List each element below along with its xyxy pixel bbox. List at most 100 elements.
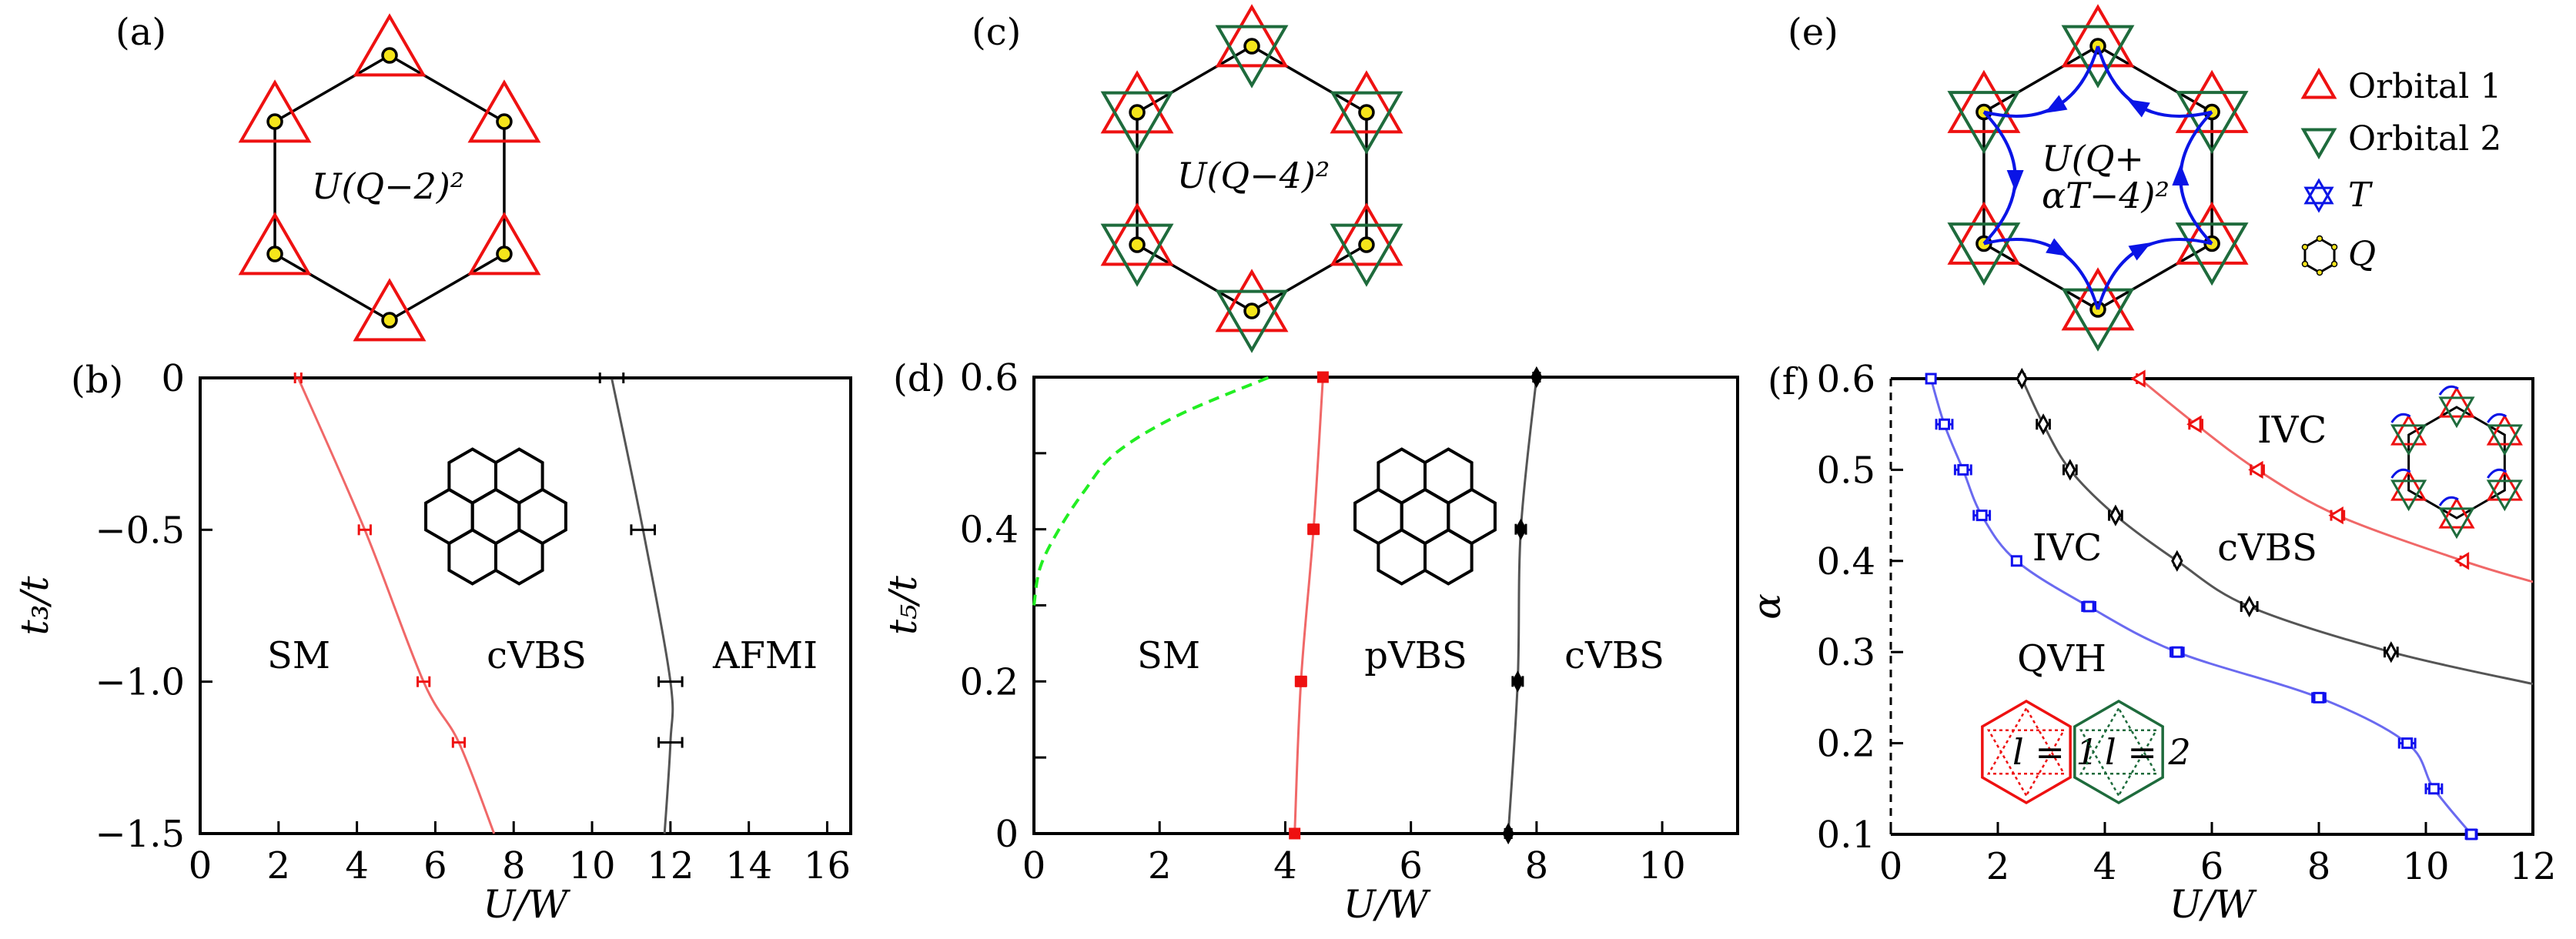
orbital1-triangle-icon [1947,69,2021,133]
panel-f-label: (f) [1768,360,1810,403]
orbital1-triangle-icon [467,79,541,143]
axes-frame [1891,377,2534,836]
x-tick-label: 8 [502,844,526,887]
phase-boundary-curve [1507,376,1538,834]
panel-e-diagram: (e) U(Q+ αT−4)² Orbital 1 Orbital 2 T Q [1788,4,2501,352]
y-tick-label: −1.0 [95,661,185,704]
panel-c-formula: U(Q−4)² [1177,155,1330,196]
honeycomb-hexagon [494,447,544,505]
orbital1-triangle-icon [2061,4,2135,68]
orbital2-triangle-icon [1100,223,1174,287]
y-tick-label: 0 [161,357,185,400]
arrowhead-icon [2172,164,2190,185]
orbital2-triangle-icon [2061,288,2135,352]
site-dot [2330,243,2338,251]
orbital2-triangle-icon [1100,91,1174,155]
orbital1-triangle-icon [1330,202,1403,266]
orbital1-triangle-icon [467,212,541,276]
dotted-triangle [2079,706,2159,775]
data-point-diamond [2037,413,2049,436]
phase-region-label: cVBS [1564,634,1664,677]
data-point-diamond [2016,367,2028,390]
axes-frame [199,376,852,835]
panel-c-diagram: (c) U(Q−4)² [972,4,1403,353]
honeycomb-hexagon [1377,528,1427,586]
data-point-triangle [2248,460,2263,480]
data-point-triangle [2130,369,2146,388]
orbital2-triangle-icon [1947,222,2021,286]
y-tick-label: 0.6 [1817,358,1875,401]
data-point-diamond [1502,822,1514,845]
data-point-square [1307,523,1320,536]
x-tick-label: 8 [2307,845,2331,888]
coronene-inset [424,447,567,586]
orbital2-triangle-icon [2486,480,2523,512]
phase-region-label: SM [1137,634,1200,677]
hopping-arrow-icon [2390,413,2411,423]
arrowhead-icon [2127,99,2150,118]
legend-q: Q [2348,235,2376,274]
panel-a-label: (a) [115,11,166,54]
y-tick-label: 0.5 [1817,449,1875,492]
blue-star-icon [2303,186,2334,213]
green-down-triangle-icon [2300,128,2337,160]
data-point-diamond [2385,641,2397,663]
hopping-arrow-icon [2438,385,2459,396]
qvh-hexagon [1981,699,2072,805]
dashed-boundary-curve [1032,376,1270,606]
panel-c-label: (c) [972,11,1021,54]
orbital1-triangle-icon [238,79,312,143]
site-dot [266,113,283,130]
site-dot [496,246,513,262]
orbital2-triangle-icon [1330,223,1403,287]
orbital1-triangle-icon [353,278,427,342]
y-tick-label: 0.2 [1817,723,1875,766]
data-point-diamond [1511,670,1524,693]
orbital1-triangle-icon [2438,386,2475,418]
x-tick-label: 8 [1525,844,1549,887]
x-tick-label: 10 [568,844,615,887]
panel-e-label: (e) [1788,11,1838,54]
x-tick-label: 2 [1148,844,1172,887]
x-tick-label: 12 [647,844,694,887]
phase-boundary-curve [1293,376,1324,834]
orbital2-triangle-icon [1947,91,2021,155]
orbital1-triangle-icon [2390,413,2427,446]
y-axis-label: t₃/t [12,576,57,636]
angular-momentum-label: l = 1 [2012,731,2099,773]
honeycomb-hexagon [1423,447,1474,505]
orbital1-triangle-icon [2390,469,2427,501]
x-tick-label: 0 [1879,845,1903,888]
orbital2-triangle-icon [1330,91,1403,155]
hopping-arrow-icon [2487,468,2507,479]
y-tick-label: −1.5 [95,813,185,856]
site-dot [1129,236,1146,253]
x-tick-label: 6 [1399,844,1423,887]
phase-region-label: AFMI [712,634,818,677]
data-point-triangle [2186,415,2202,433]
site-dot [381,47,398,64]
data-point-square [1289,827,1301,840]
site-dot [1358,104,1375,121]
orbital1-triangle-icon [2061,267,2135,331]
legend: Orbital 1 Orbital 2 T Q [2300,67,2501,276]
data-point-diamond [2064,459,2076,481]
site-dot [2301,243,2309,251]
data-point-square [2010,555,2022,567]
coronene-inset [1353,447,1497,586]
x-tick-label: 6 [2200,845,2224,888]
y-tick-label: 0 [995,813,1019,856]
series-1 [2016,367,2534,686]
honeycomb-hexagon [494,528,544,586]
axes-frame [1032,376,1739,835]
data-point-diamond [2171,550,2183,572]
orbital2-triangle-icon [2438,507,2475,540]
orbital1-triangle-icon [238,212,312,276]
data-point-square [1939,418,1950,430]
orbital2-triangle-icon [2175,222,2249,286]
honeycomb-hexagon [447,528,497,586]
dotted-triangle [2079,729,2159,798]
